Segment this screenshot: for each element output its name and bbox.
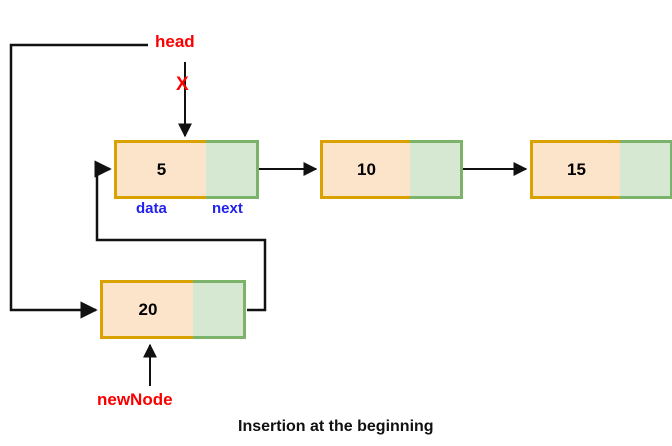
node-10[interactable]: 10 [320,140,463,199]
head-label: head [155,32,195,51]
head-break-x-marker: X [176,74,189,95]
head-to-newnode-connector [9,43,148,319]
node-5-next-cell [206,140,259,199]
node-5[interactable]: 5 [114,140,259,199]
node-20[interactable]: 20 [100,280,246,339]
node-20-next-cell [193,280,246,339]
node-10-next-cell [410,140,463,199]
node-15-next-cell [620,140,672,199]
node-20-data-cell: 20 [100,280,193,339]
node-10-data-cell: 10 [320,140,410,199]
node-15[interactable]: 15 [530,140,672,199]
data-field-label: data [136,200,167,217]
next-field-label: next [212,200,243,217]
diagram-caption: Insertion at the beginning [238,418,434,435]
node-15-data-cell: 15 [530,140,620,199]
connector-newnode-to-node5 [94,160,267,312]
newnode-label: newNode [97,390,173,409]
node-5-data-cell: 5 [114,140,206,199]
